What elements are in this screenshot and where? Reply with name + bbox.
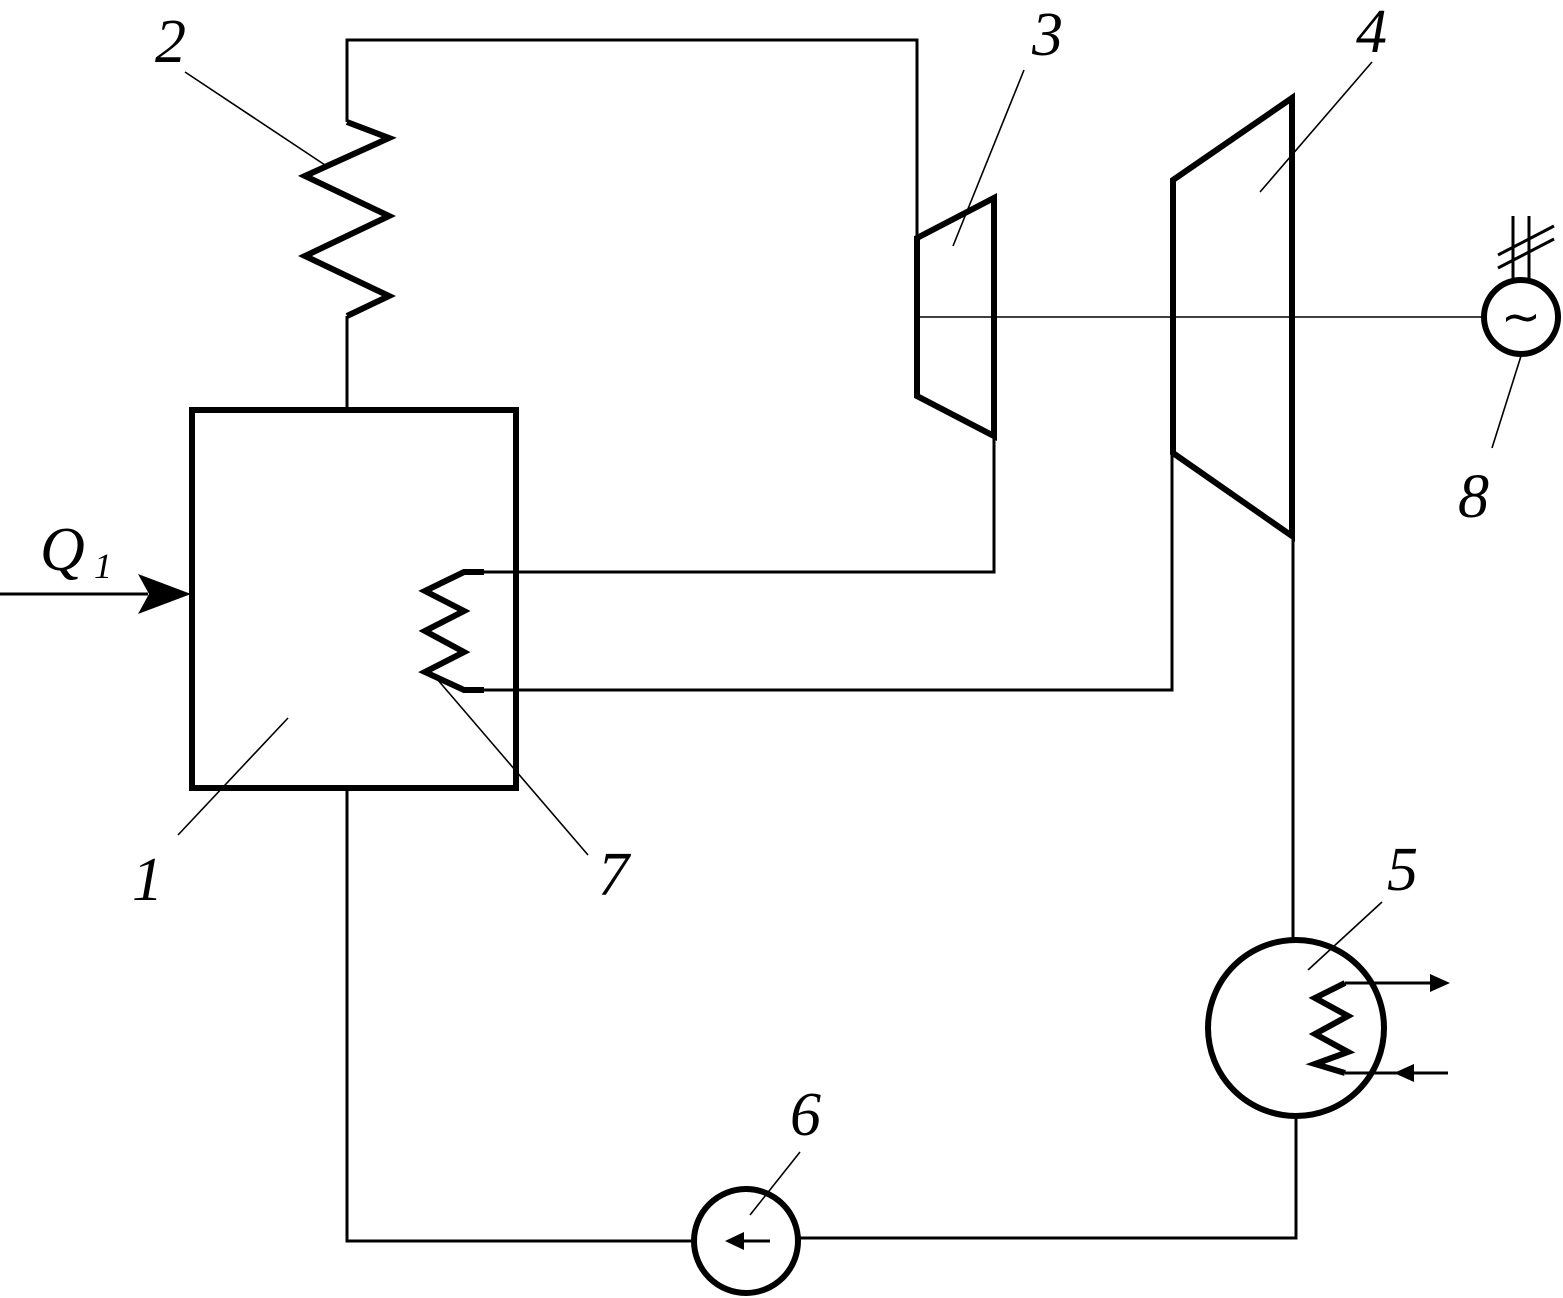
pipe-superheater-to-hp-turbine	[345, 38, 919, 238]
leader-line-6	[749, 1151, 801, 1216]
cooling-water-inlet-arrow-icon	[1394, 1064, 1414, 1082]
boiler	[189, 407, 519, 791]
label-boiler: 1	[132, 846, 163, 914]
pipe-condenser-to-pump	[799, 1116, 1298, 1240]
label-reheater: 7	[598, 841, 632, 909]
reheater-coil	[418, 569, 484, 693]
generator-terminal-tick-2	[1497, 237, 1555, 270]
label-lp-turbine: 4	[1356, 0, 1387, 66]
label-generator: 8	[1458, 463, 1489, 531]
generator-ac-symbol: ~	[1501, 289, 1541, 345]
superheater-coil	[297, 119, 397, 319]
cooling-water-outlet-arrow-icon	[1430, 974, 1450, 992]
label-condenser: 5	[1387, 836, 1418, 904]
leader-line-4	[1259, 61, 1373, 193]
leader-line-2	[184, 71, 326, 166]
pipe-hp-exhaust-to-reheater	[484, 436, 996, 574]
heat-input-arrow-icon	[138, 574, 191, 614]
leader-line-8	[1491, 355, 1522, 449]
label-hp-turbine: 3	[1031, 1, 1063, 69]
leader-line-7	[430, 671, 589, 856]
pipe-reheater-to-lp-turbine	[484, 453, 1174, 692]
heat-input-label: Q	[40, 516, 85, 584]
generator-terminal-tick-1	[1497, 224, 1555, 257]
label-pump: 6	[790, 1081, 821, 1149]
pump-direction-arrow-icon	[725, 1232, 744, 1250]
leader-line-3	[952, 69, 1025, 247]
condenser	[1205, 937, 1387, 1119]
label-superheater: 2	[155, 8, 186, 76]
pipe-pump-to-boiler	[345, 790, 694, 1243]
condenser-cooling-coil	[1305, 980, 1356, 1076]
heat-input-subscript: 1	[94, 546, 112, 586]
leader-line-1	[177, 717, 289, 836]
leader-line-5	[1307, 901, 1383, 971]
generator	[1481, 277, 1561, 357]
